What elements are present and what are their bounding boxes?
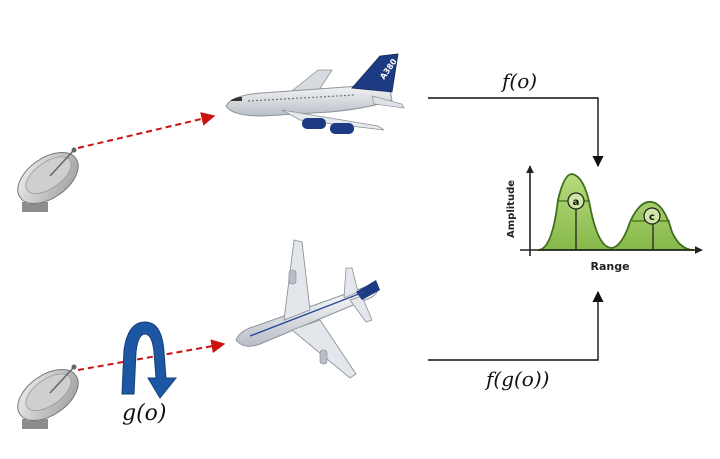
peak-label-c: c <box>649 212 655 223</box>
airplane-icon <box>235 239 380 379</box>
rotation-arrow <box>121 321 178 399</box>
amplitude-range-plot: a c Amplitude Range <box>506 165 703 273</box>
label-g-of-o: g(o) <box>122 401 167 426</box>
radar-beam-top <box>77 112 216 149</box>
airplane-bottom <box>235 239 380 379</box>
label-f-of-o: f(o) <box>500 69 537 93</box>
radar-dish-top <box>17 147 79 212</box>
airplane-top: A380 <box>225 53 405 134</box>
label-f-of-g-of-o: f(g(o)) <box>484 367 549 391</box>
rotation-arrow-icon <box>121 321 178 399</box>
radar-dish-icon <box>17 147 79 212</box>
radar-dish-bottom <box>17 364 79 429</box>
connector-bottom <box>428 290 604 361</box>
airplane-icon: A380 <box>225 53 405 134</box>
peak-curve <box>537 173 695 251</box>
connector-top <box>428 97 604 168</box>
radar-beam-bottom <box>77 339 226 371</box>
peak-label-a: a <box>573 197 580 208</box>
radar-dish-icon <box>17 364 79 429</box>
plot-xlabel: Range <box>590 260 629 273</box>
plot-ylabel: Amplitude <box>506 180 517 238</box>
